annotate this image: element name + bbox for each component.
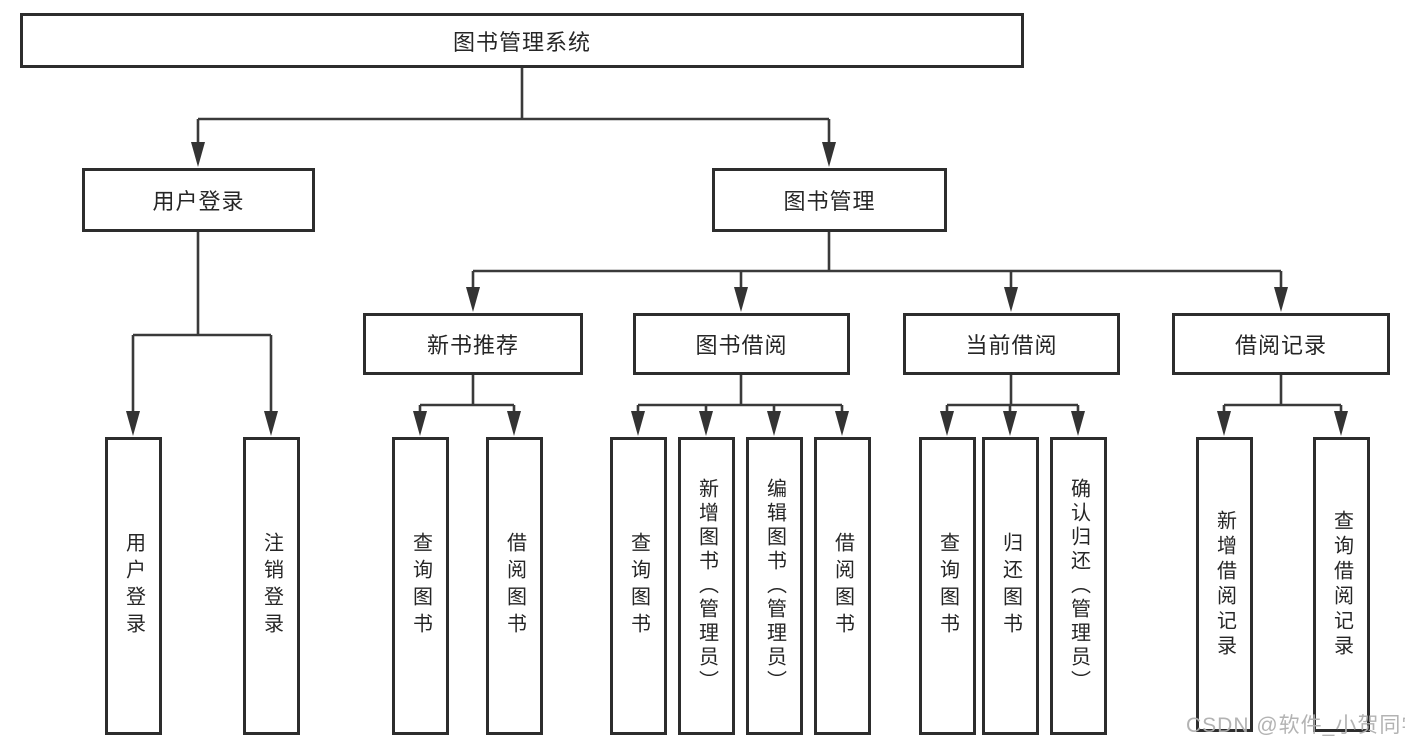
node-root-system-label: 图书管理系统	[452, 29, 591, 55]
leaf-add-book-admin-label: 新增图书（管理员）	[695, 478, 718, 694]
leaf-query-books-recommend: 查询图书	[392, 437, 449, 735]
leaf-logout-label: 注销登录	[260, 532, 283, 640]
leaf-borrow-books-recommend-label: 借阅图书	[503, 532, 526, 640]
node-root-system: 图书管理系统	[20, 13, 1024, 68]
node-current-borrow-label: 当前借阅	[965, 333, 1058, 358]
leaf-borrow-books-recommend: 借阅图书	[486, 437, 543, 735]
leaf-query-books-borrow: 查询图书	[610, 437, 667, 735]
leaf-query-borrow-record: 查询借阅记录	[1313, 437, 1370, 732]
node-borrow-records: 借阅记录	[1172, 313, 1390, 375]
node-user-login-label: 用户登录	[152, 189, 245, 214]
leaf-return-book: 归还图书	[982, 437, 1039, 735]
node-book-management-label: 图书管理	[783, 189, 876, 214]
node-book-borrow: 图书借阅	[633, 313, 850, 375]
node-new-book-recommend: 新书推荐	[363, 313, 583, 375]
node-user-login: 用户登录	[82, 168, 315, 232]
leaf-add-borrow-record-label: 新增借阅记录	[1213, 509, 1236, 660]
leaf-query-books-borrow-label: 查询图书	[627, 532, 650, 640]
arrowheads	[126, 142, 1348, 436]
node-borrow-records-label: 借阅记录	[1234, 333, 1327, 358]
node-current-borrow: 当前借阅	[903, 313, 1120, 375]
leaf-edit-book-admin: 编辑图书（管理员）	[746, 437, 803, 735]
leaf-edit-book-admin-label: 编辑图书（管理员）	[763, 478, 786, 694]
leaf-query-books-recommend-label: 查询图书	[409, 532, 432, 640]
leaf-borrow-books-borrow-label: 借阅图书	[831, 532, 854, 640]
leaf-confirm-return-admin: 确认归还（管理员）	[1050, 437, 1107, 735]
leaf-borrow-books-borrow: 借阅图书	[814, 437, 871, 735]
node-book-borrow-label: 图书借阅	[695, 333, 788, 358]
leaf-logout: 注销登录	[243, 437, 300, 735]
leaf-add-borrow-record: 新增借阅记录	[1196, 437, 1253, 732]
csdn-watermark: CSDN @软件_小贺同学	[1186, 714, 1405, 737]
leaf-add-book-admin: 新增图书（管理员）	[678, 437, 735, 735]
leaf-user-login-label: 用户登录	[122, 532, 145, 640]
node-book-management: 图书管理	[712, 168, 947, 232]
leaf-confirm-return-admin-label: 确认归还（管理员）	[1067, 478, 1090, 694]
leaf-query-books-current: 查询图书	[919, 437, 976, 735]
node-new-book-recommend-label: 新书推荐	[426, 333, 519, 358]
leaf-query-borrow-record-label: 查询借阅记录	[1330, 509, 1353, 660]
leaf-query-books-current-label: 查询图书	[936, 532, 959, 640]
leaf-user-login: 用户登录	[105, 437, 162, 735]
leaf-return-book-label: 归还图书	[999, 532, 1022, 640]
